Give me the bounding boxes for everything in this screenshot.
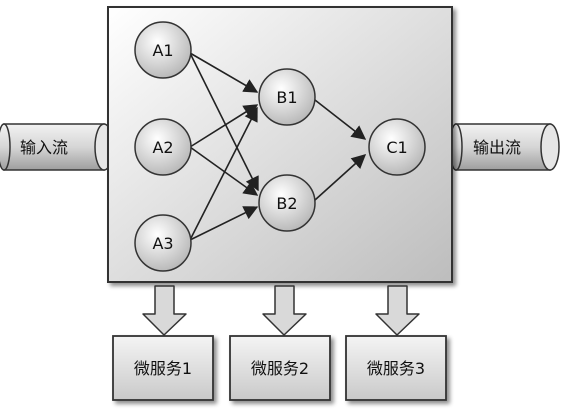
- node-a1-label: A1: [152, 41, 173, 60]
- down-arrow-1: [142, 285, 187, 336]
- node-a1: A1: [134, 21, 192, 79]
- edge-b2-c1: [314, 154, 367, 201]
- edge-a2-b2: [189, 146, 259, 196]
- service-box-2: 微服务2: [229, 335, 331, 401]
- input-stream-label: 输入流: [20, 138, 68, 157]
- service-box-3: 微服务3: [345, 335, 447, 401]
- edge-b1-c1: [314, 99, 367, 140]
- node-b2-label: B2: [276, 194, 297, 213]
- node-b2: B2: [258, 174, 316, 232]
- edge-a1-b2: [189, 52, 259, 192]
- service-3-label: 微服务3: [367, 359, 425, 378]
- output-stream-pipe: 输出流: [449, 123, 560, 171]
- down-arrow-3: [375, 285, 420, 336]
- service-2-label: 微服务2: [251, 359, 309, 378]
- service-box-1: 微服务1: [112, 335, 214, 401]
- node-c1-label: C1: [386, 138, 407, 157]
- edge-a3-b1: [189, 106, 258, 241]
- edge-a1-b1: [189, 52, 259, 93]
- node-a2: A2: [134, 118, 192, 176]
- node-a3-label: A3: [152, 234, 173, 253]
- node-c1: C1: [368, 118, 426, 176]
- node-a3: A3: [134, 214, 192, 272]
- down-arrow-2: [262, 285, 307, 336]
- edge-a3-b2: [189, 206, 259, 241]
- node-a2-label: A2: [152, 138, 173, 157]
- edges: [189, 52, 367, 241]
- node-b1: B1: [258, 68, 316, 126]
- service-1-label: 微服务1: [134, 359, 192, 378]
- node-b1-label: B1: [276, 88, 297, 107]
- input-stream-pipe: 输入流: [0, 123, 114, 171]
- output-stream-label: 输出流: [473, 138, 521, 157]
